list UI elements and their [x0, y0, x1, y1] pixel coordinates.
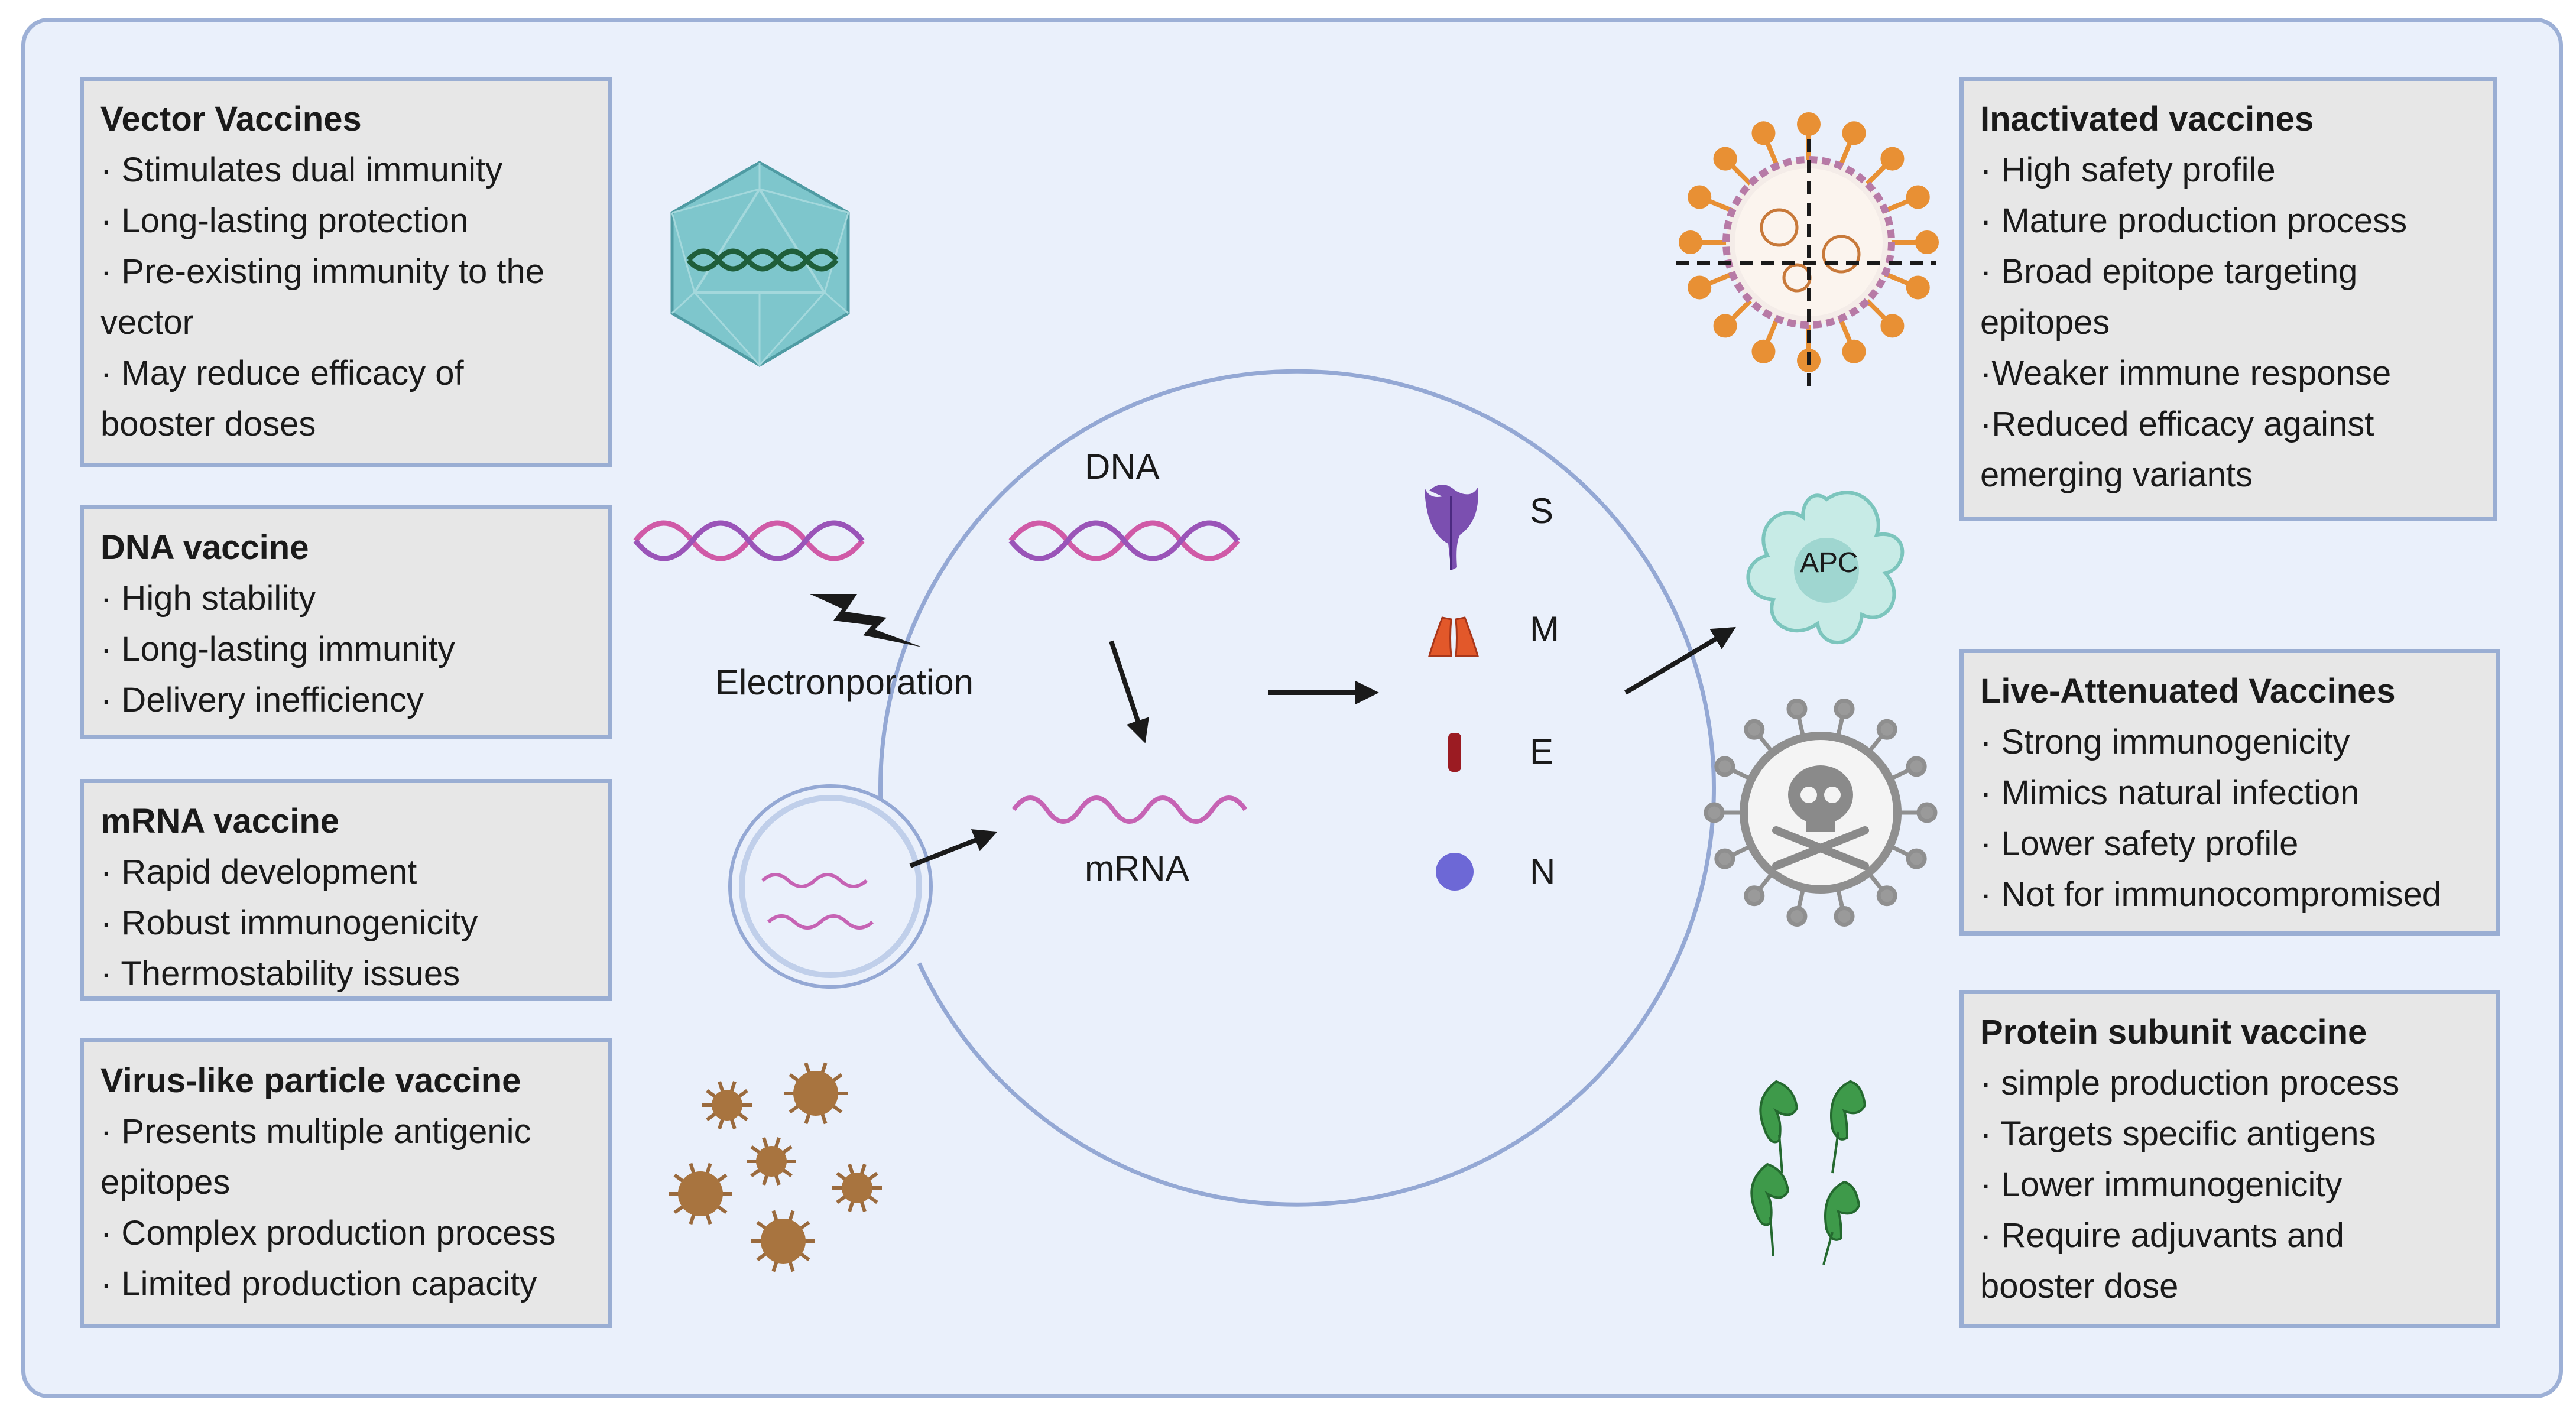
box-line: emerging variants [1980, 456, 2253, 494]
apc-cell-icon [1746, 491, 1905, 644]
skull-virus-icon [1704, 699, 1938, 927]
box-line: · Mature production process [1980, 202, 2408, 240]
box-line: vector [100, 303, 194, 342]
box-title: Vector Vaccines [100, 100, 362, 138]
box-line: · Presents multiple antigenic [100, 1112, 531, 1151]
protein-subunit-box: Protein subunit vaccine · simple product… [1959, 990, 2500, 1328]
box-line: booster doses [100, 405, 316, 443]
adenovirus-capsid-icon [670, 161, 850, 367]
box-line: · Long-lasting protection [100, 202, 469, 240]
box-line: · High stability [100, 579, 316, 618]
box-line: · Long-lasting immunity [100, 630, 455, 668]
vlp-particle-icon [832, 1164, 882, 1212]
box-line: · simple production process [1980, 1064, 2400, 1102]
mrna-label: mRNA [1085, 849, 1189, 888]
m-protein-label: M [1530, 609, 1559, 649]
s-protein-icon [1425, 485, 1478, 570]
box-line: · Broad epitope targeting [1980, 252, 2358, 291]
box-line: · Lower safety profile [1980, 824, 2299, 863]
vlp-vaccine-box: Virus-like particle vaccine · Presents m… [80, 1038, 612, 1328]
dna-label: DNA [1085, 447, 1160, 486]
box-title: Live-Attenuated Vaccines [1980, 672, 2396, 710]
dna-helix-icon [633, 520, 865, 561]
mrna-strand [1011, 795, 1248, 824]
box-line: · Pre-existing immunity to the [100, 252, 545, 291]
box-line: · Rapid development [100, 853, 417, 891]
e-protein-icon [1448, 733, 1461, 772]
box-title: Virus-like particle vaccine [100, 1061, 521, 1100]
box-line: · Strong immunogenicity [1980, 723, 2350, 761]
box-line: · Lower immunogenicity [1980, 1165, 2343, 1204]
box-line: booster dose [1980, 1267, 2179, 1305]
box-line: · Delivery inefficiency [100, 681, 424, 719]
vlp-particle-icon [669, 1162, 732, 1225]
vlp-particle-icon [669, 1062, 882, 1272]
mrna-vaccine-box: mRNA vaccine · Rapid development · Robus… [80, 779, 612, 1001]
box-line: epitopes [1980, 303, 2110, 342]
box-line: · Robust immunogenicity [100, 904, 478, 942]
inactivated-vaccines-box: Inactivated vaccines · High safety profi… [1959, 77, 2497, 521]
vector-vaccines-box: Vector Vaccines · Stimulates dual immuni… [80, 77, 612, 467]
box-line: · Targets specific antigens [1980, 1115, 2376, 1153]
vlp-particle-icon [751, 1210, 815, 1272]
m-protein-icon [1428, 616, 1479, 657]
electroporation-label: Electronporation [715, 662, 974, 702]
box-line: ·Weaker immune response [1980, 354, 2392, 392]
box-title: mRNA vaccine [100, 802, 340, 840]
box-line: · Mimics natural infection [1980, 774, 2360, 812]
box-line: · Complex production process [100, 1214, 556, 1252]
virion-icon [1676, 112, 1939, 390]
n-protein-label: N [1530, 852, 1556, 891]
n-protein-icon [1436, 853, 1474, 891]
cell-outline [728, 369, 1716, 1207]
dna-vaccine-box: DNA vaccine · High stability · Long-last… [80, 505, 612, 739]
box-line: · High safety profile [1980, 151, 2276, 189]
box-line: · Require adjuvants and [1980, 1216, 2344, 1255]
live-attenuated-box: Live-Attenuated Vaccines · Strong immuno… [1959, 649, 2500, 936]
s-protein-label: S [1530, 491, 1554, 531]
box-title: DNA vaccine [100, 528, 309, 567]
arrow-to-apc [1624, 626, 1736, 695]
arrow-vesicle-to-mrna [909, 829, 998, 868]
arrow-dna-to-mrna [1109, 640, 1149, 743]
dna-helix-icon [1008, 520, 1240, 561]
vesicle-mrna [761, 873, 874, 930]
vlp-particle-icon [784, 1062, 848, 1125]
apc-label: APC [1800, 547, 1858, 579]
lightning-icon [810, 594, 922, 647]
box-line: · Stimulates dual immunity [100, 151, 503, 189]
box-line: ·Reduced efficacy against [1980, 405, 2374, 443]
vlp-particle-icon [747, 1137, 796, 1186]
box-line: · Limited production capacity [100, 1265, 537, 1303]
box-title: Inactivated vaccines [1980, 100, 2314, 138]
box-line: epitopes [100, 1163, 231, 1201]
box-line: · May reduce efficacy of [100, 354, 464, 392]
box-line: · Thermostability issues [100, 954, 460, 993]
protein-subunit-icon [1750, 1080, 1867, 1265]
vlp-particle-icon [702, 1081, 752, 1129]
box-title: Protein subunit vaccine [1980, 1013, 2367, 1051]
box-line: · Not for immunocompromised [1980, 875, 2441, 914]
e-protein-label: E [1530, 732, 1554, 771]
